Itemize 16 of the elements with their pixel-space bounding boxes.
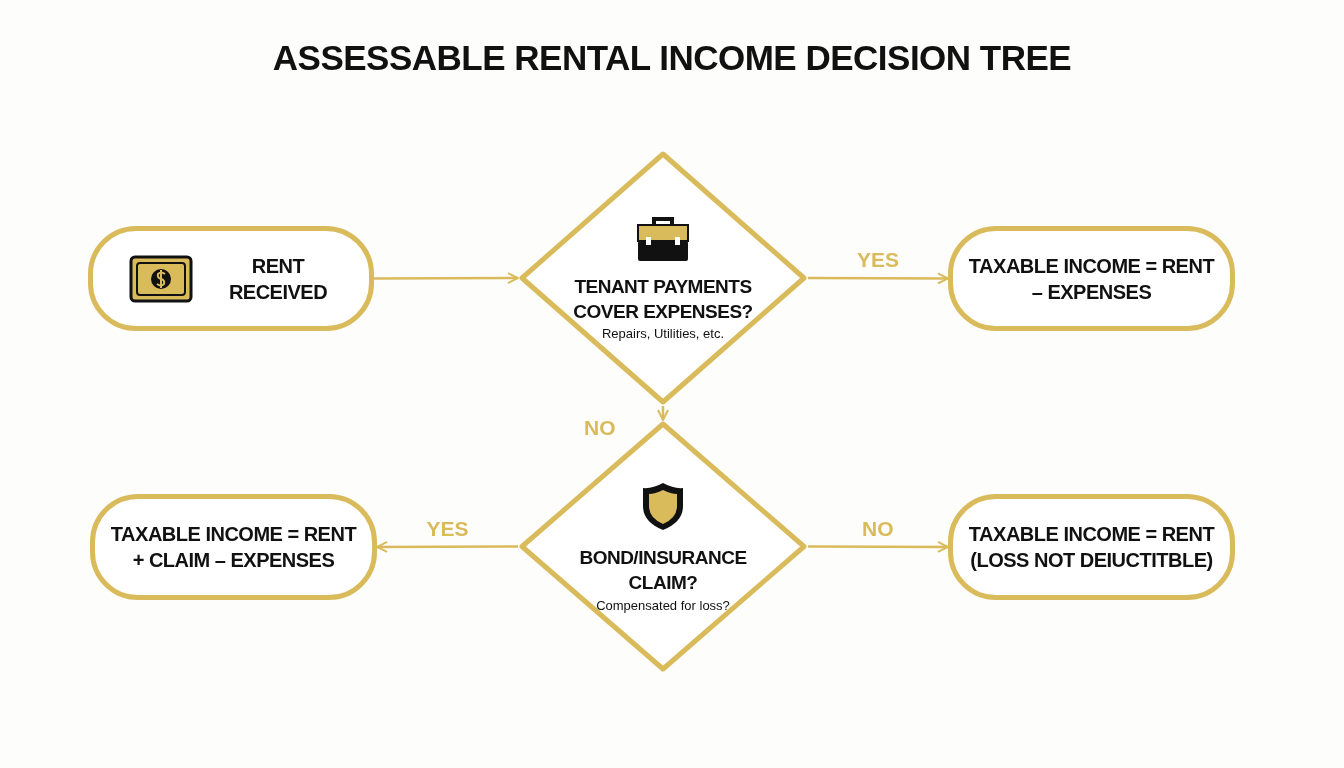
diagram-title: ASSESSABLE RENTAL INCOME DECISION TREE bbox=[271, 38, 1073, 78]
arrow bbox=[657, 406, 669, 421]
decision-question: BOND/INSURANCE CLAIM? bbox=[578, 546, 748, 595]
box-label: RENT RECEIVED bbox=[227, 253, 329, 305]
decision-note: Compensated for loss? bbox=[596, 597, 730, 613]
arrow bbox=[374, 272, 519, 285]
arrow bbox=[376, 540, 518, 553]
decision-question: TENANT PAYMENTS COVER EXPENSES? bbox=[572, 274, 754, 324]
arrow bbox=[808, 272, 949, 285]
decision-note: Repairs, Utilities, etc. bbox=[601, 326, 725, 342]
arrow bbox=[808, 540, 949, 553]
box-label: TAXABLE INCOME = RENT + CLAIM – EXPENSES bbox=[109, 522, 358, 573]
decision-diamond bbox=[518, 420, 808, 673]
box-label: TAXABLE INCOME = RENT (LOSS NOT DEIUCTITBLE) bbox=[967, 522, 1216, 573]
decision-diamond bbox=[518, 150, 808, 406]
box-label: TAXABLE INCOME = RENT – EXPENSES bbox=[967, 253, 1216, 305]
